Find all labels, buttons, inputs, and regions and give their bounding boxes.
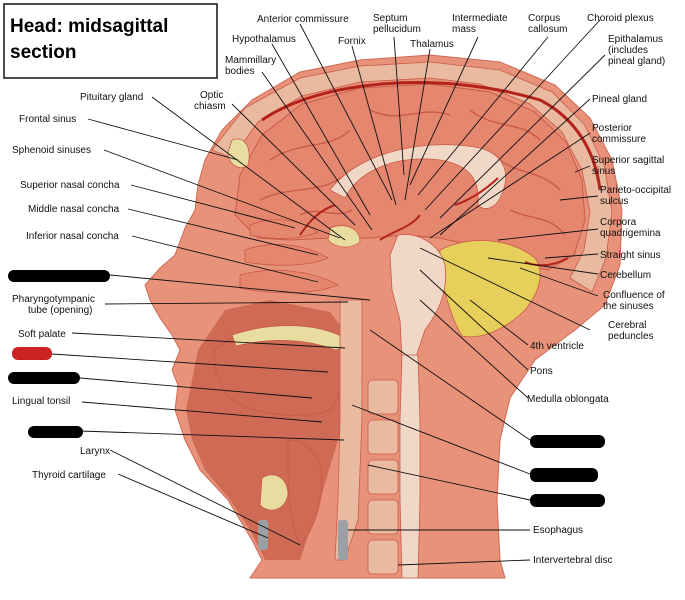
- label-fourth-ventricle: 4th ventricle: [530, 341, 584, 352]
- larynx-shape: [287, 439, 323, 546]
- title-line-2: section: [10, 42, 77, 63]
- redaction-marker: [530, 435, 605, 448]
- label-fornix: Fornix: [338, 36, 366, 47]
- title-line-1: Head: midsagittal: [10, 16, 168, 37]
- sphenoid-sinus-shape: [327, 225, 361, 248]
- redaction-marker: [8, 270, 110, 282]
- label-cerebellum: Cerebellum: [600, 270, 651, 281]
- label-superior-nasal-concha: Superior nasal concha: [20, 180, 120, 191]
- label-frontal-sinus: Frontal sinus: [19, 114, 76, 125]
- cerebellum-shape: [439, 240, 541, 338]
- redaction-marker: [8, 372, 80, 384]
- redaction-marker: [530, 494, 605, 507]
- label-esophagus: Esophagus: [533, 525, 583, 536]
- label-intervertebral-disc: Intervertebral disc: [533, 555, 612, 566]
- label-pineal-gland: Pineal gland: [592, 94, 647, 105]
- thyroid-cartilage-shape: [259, 474, 289, 511]
- label-choroid-plexus: Choroid plexus: [587, 13, 654, 24]
- label-hypothalamus: Hypothalamus: [232, 34, 296, 45]
- sagittal-sinus-shape: [261, 81, 602, 191]
- nasal-conchae: [239, 219, 339, 294]
- frontal-sinus-shape: [227, 138, 250, 169]
- redaction-marker: [530, 468, 598, 482]
- spinal-cord: [399, 354, 421, 579]
- title-box: Head: midsagittal section: [3, 3, 218, 79]
- label-pituitary-gland: Pituitary gland: [80, 92, 143, 103]
- label-thalamus: Thalamus: [410, 39, 454, 50]
- redaction-marker-red: [12, 347, 52, 360]
- cerebral-vessels: [299, 177, 569, 267]
- label-middle-nasal-concha: Middle nasal concha: [28, 204, 120, 215]
- skull-band: [211, 61, 613, 293]
- redaction-markers: [8, 270, 605, 507]
- label-sphenoid-sinuses: Sphenoid sinuses: [12, 145, 91, 156]
- cerebral-gyri: [259, 109, 566, 236]
- label-medulla-oblongata: Medulla oblongata: [527, 394, 609, 405]
- label-anterior-commissure: Anterior commissure: [257, 14, 349, 25]
- esophagus-shape: [338, 520, 348, 560]
- label-inferior-nasal-concha: Inferior nasal concha: [26, 231, 119, 242]
- leader-lines: [51, 19, 606, 566]
- vertebral-column: [367, 379, 399, 575]
- label-straight-sinus: Straight sinus: [600, 250, 661, 261]
- label-pons: Pons: [530, 366, 553, 377]
- label-thyroid-cartilage: Thyroid cartilage: [32, 470, 106, 481]
- label-soft-palate: Soft palate: [18, 329, 66, 340]
- label-lingual-tonsil: Lingual tonsil: [12, 396, 70, 407]
- label-larynx: Larynx: [80, 446, 110, 457]
- redaction-marker: [28, 426, 83, 438]
